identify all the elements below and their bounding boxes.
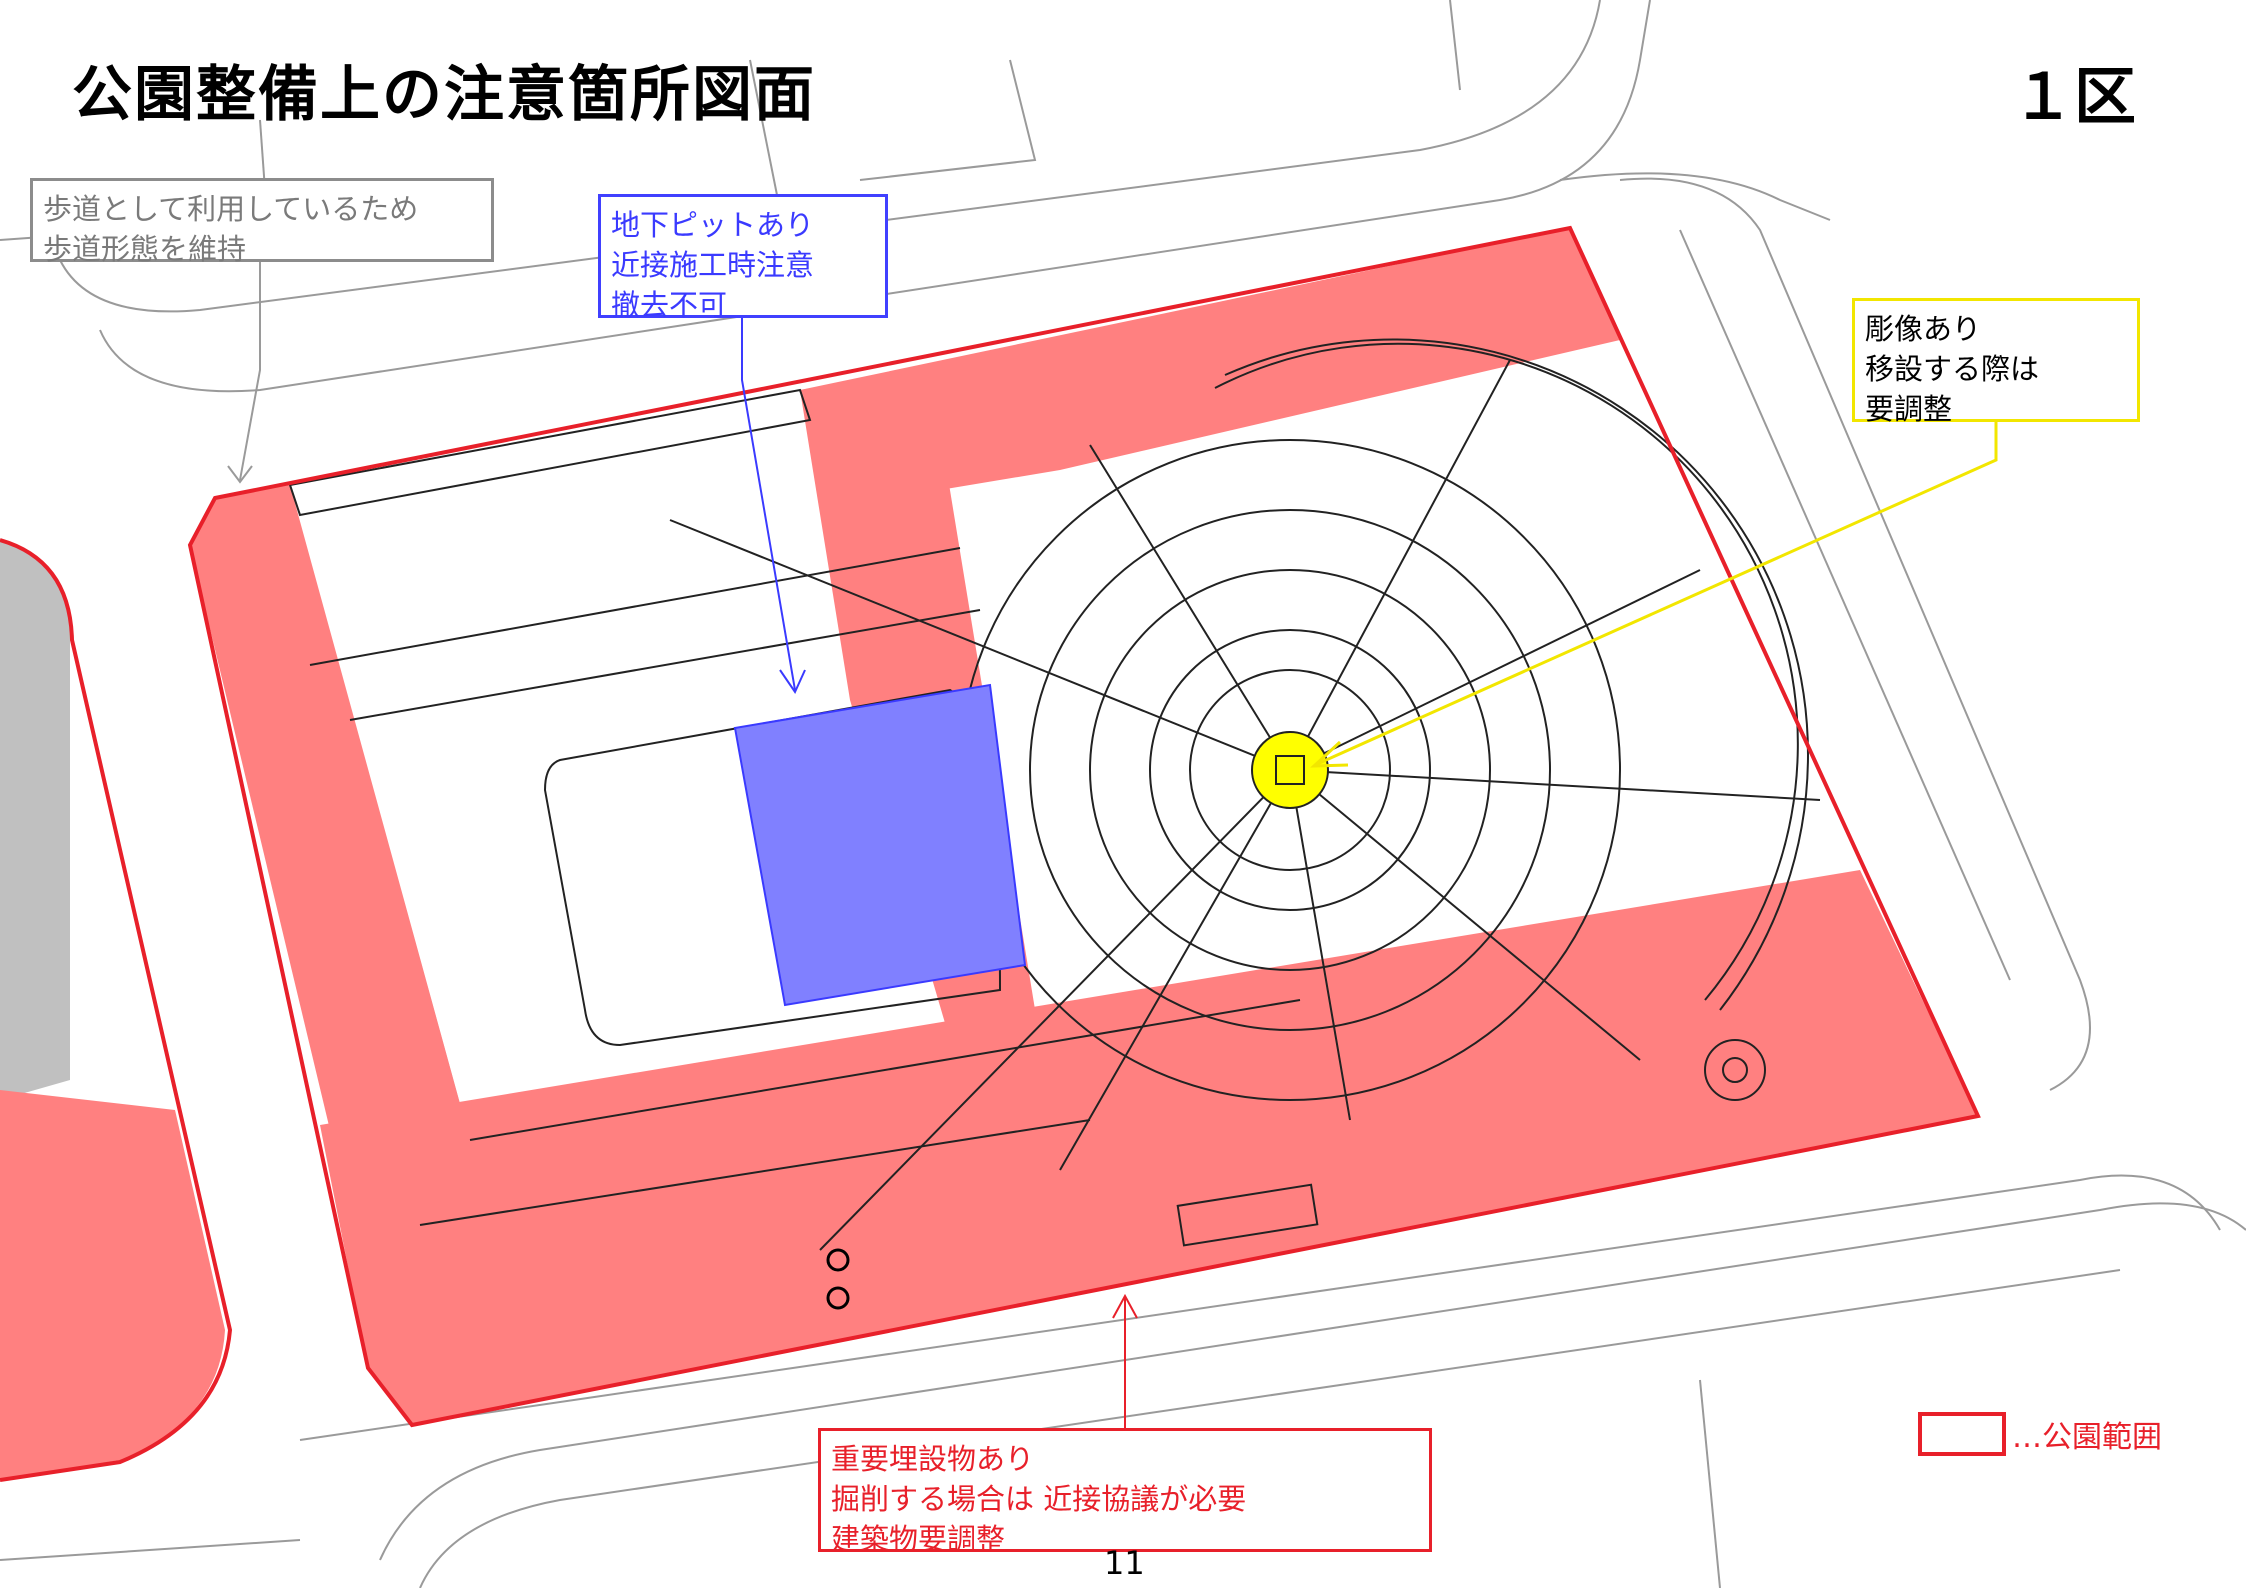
buried-object-annotation: 重要埋設物あり 掘削する場合は 近接協議が必要 建築物要調整 (818, 1428, 1432, 1556)
legend-label: …公園範囲 (2012, 1420, 2162, 1455)
park-area (187, 225, 1981, 1428)
page-title: 公園整備上の注意箇所図面 (72, 60, 816, 130)
park-boundary-swatch (1918, 1412, 2006, 1456)
sculpture-annotation: 彫像あり 移設する際は 要調整 (1852, 298, 2140, 426)
annotation-leaders (227, 262, 1998, 1428)
adjacent-block-west (0, 538, 233, 1482)
page-number: 11 (1104, 1544, 1145, 1582)
section-label: １区 (2011, 60, 2136, 133)
map-legend: …公園範囲 (1918, 1410, 2162, 1458)
underground-pit-annotation: 地下ピットあり 近接施工時注意 撤去不可 (598, 194, 888, 322)
sidewalk-annotation: 歩道として利用しているため 歩道形態を維持 (30, 178, 494, 266)
